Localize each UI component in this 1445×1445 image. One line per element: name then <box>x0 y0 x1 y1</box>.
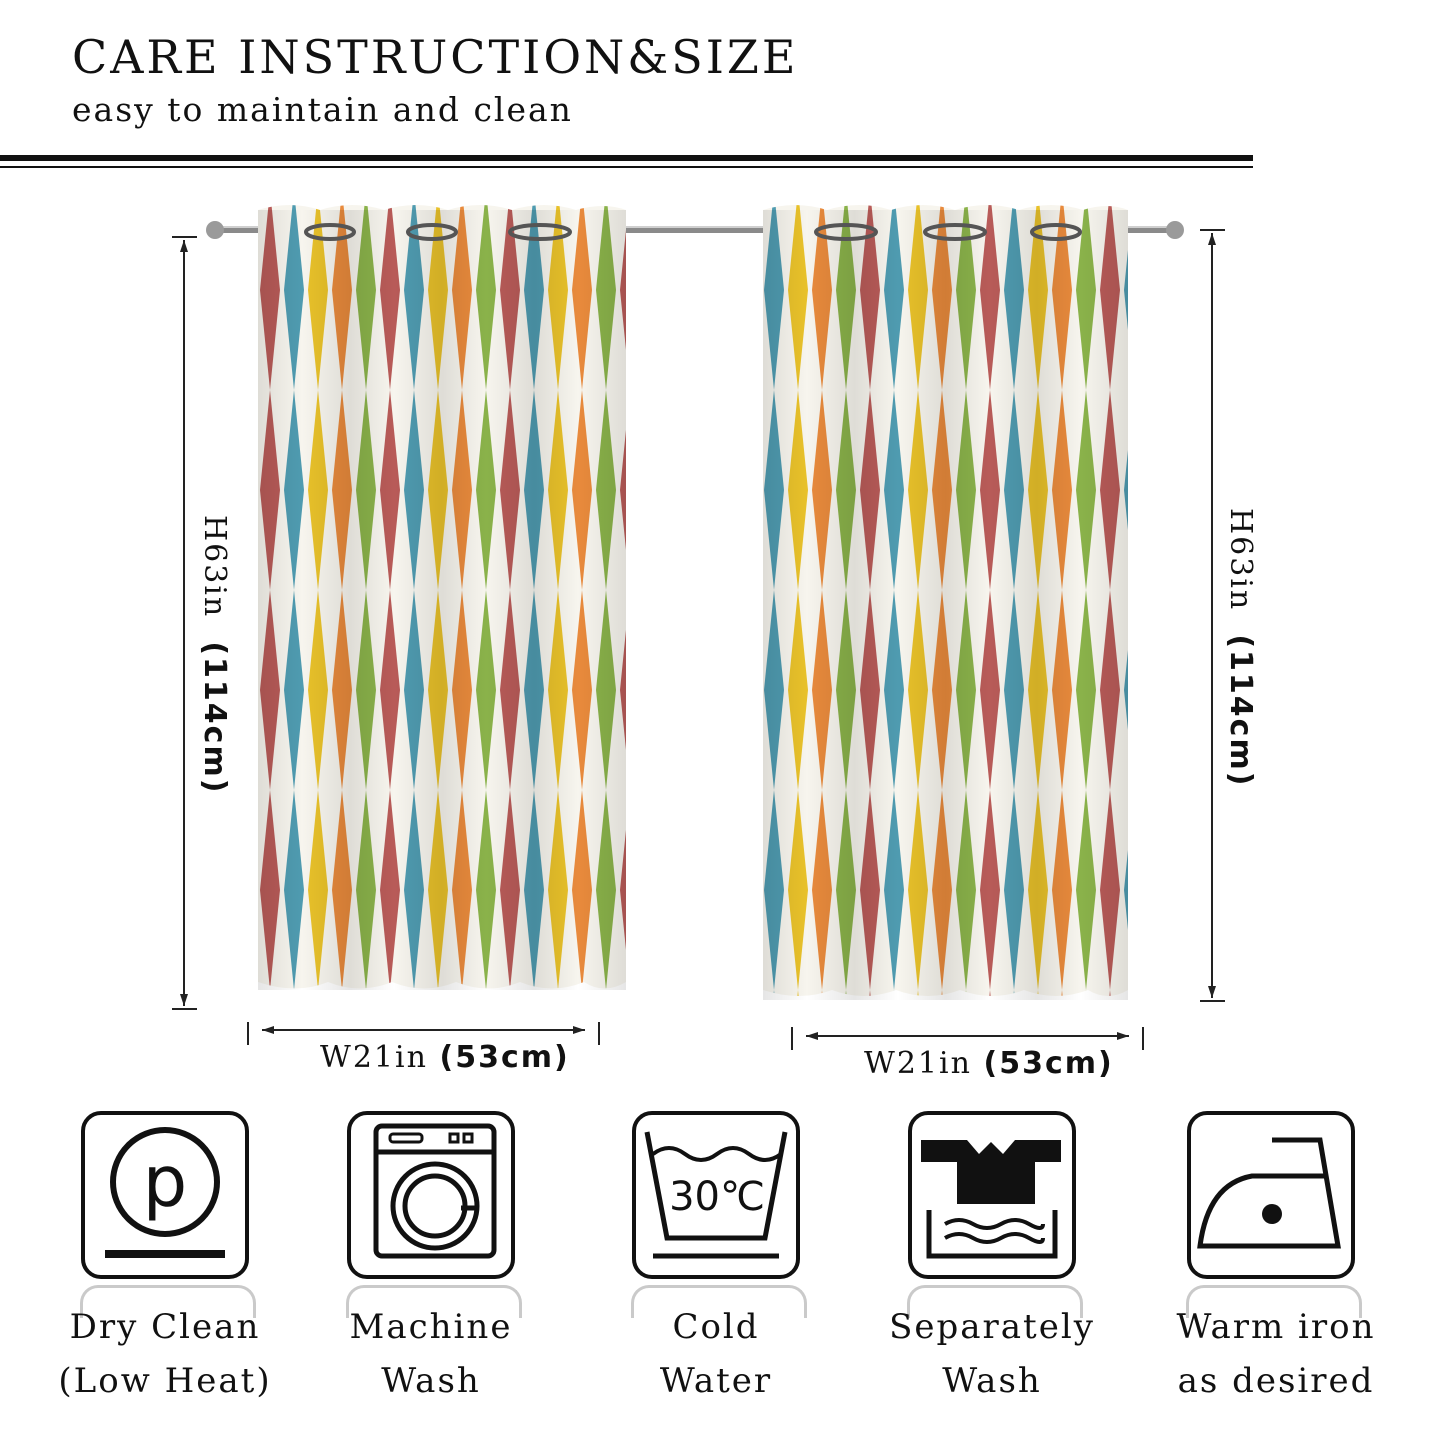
left-height-label: H63in (114cm) <box>197 515 232 795</box>
machine-wash-icon <box>347 1111 515 1279</box>
warm-iron-icon <box>1187 1111 1355 1279</box>
machine-wash-reflection <box>346 1285 522 1318</box>
header-divider-thin <box>0 166 1253 168</box>
right-height-label: H63in (114cm) <box>1223 508 1258 788</box>
page-title: CARE INSTRUCTION&SIZE <box>72 30 799 84</box>
warm-iron-reflection <box>1186 1285 1362 1318</box>
curtain-rod <box>206 221 1184 239</box>
temperature-label: 30℃ <box>669 1174 765 1220</box>
page-subtitle: easy to maintain and clean <box>72 90 573 129</box>
dry-clean-caption: Dry Clean(Low Heat) <box>58 1307 272 1401</box>
curtain-illustration <box>172 205 1225 1050</box>
dimension-lines <box>172 229 1225 1050</box>
left-curtain-panel <box>258 205 626 990</box>
cold-water-reflection <box>631 1285 807 1318</box>
dry-clean-reflection <box>80 1285 256 1318</box>
right-curtain-panel <box>763 205 1128 1000</box>
separately-wash-reflection <box>907 1285 1083 1318</box>
svg-text:p: p <box>143 1141 187 1223</box>
left-width-label: W21in (53cm) <box>320 1040 570 1075</box>
separately-wash-icon <box>908 1111 1076 1279</box>
right-width-label: W21in (53cm) <box>864 1046 1114 1081</box>
header-divider-thick <box>0 155 1253 161</box>
cold-water-icon: 30℃ <box>632 1111 800 1279</box>
dry-clean-icon: p <box>81 1111 249 1279</box>
